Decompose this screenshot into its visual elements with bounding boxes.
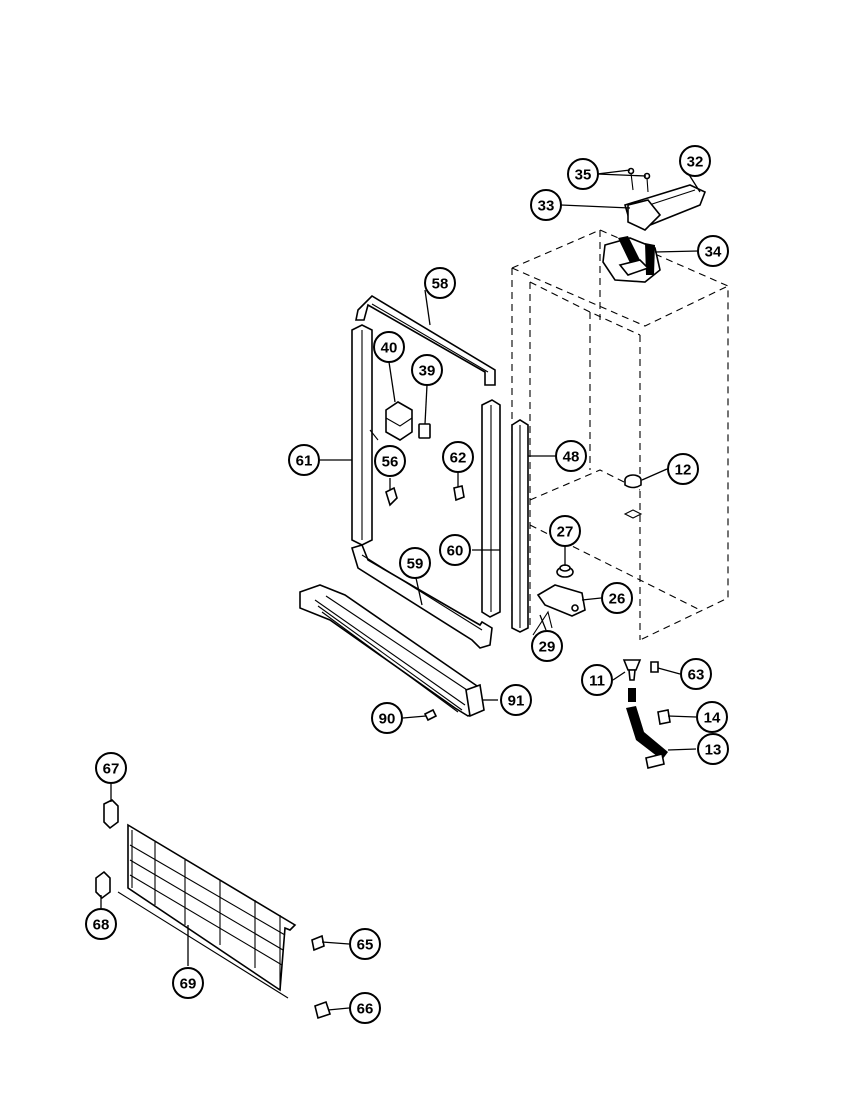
callout-65-label: 65 — [357, 937, 374, 954]
door-stop-strip — [511, 419, 529, 633]
grille-screw — [423, 708, 438, 722]
callout-61: 61 — [288, 444, 320, 476]
callout-33-label: 33 — [538, 198, 555, 215]
wire-shelf-assembly — [95, 799, 332, 1020]
callout-13: 13 — [697, 733, 729, 765]
callout-39-label: 39 — [419, 363, 436, 380]
door-gasket-right — [481, 399, 501, 618]
callout-62-label: 62 — [450, 450, 467, 467]
callout-27: 27 — [549, 515, 581, 547]
callout-35-label: 35 — [575, 167, 592, 184]
callout-11-label: 11 — [589, 673, 605, 690]
callout-91-label: 91 — [508, 693, 525, 710]
callout-14: 14 — [696, 701, 728, 733]
callout-32-label: 32 — [687, 154, 704, 171]
callout-33: 33 — [530, 189, 562, 221]
door-gasket-bottom — [351, 544, 493, 649]
callout-59: 59 — [399, 547, 431, 579]
door-small-parts — [369, 401, 465, 507]
door-gasket-top — [355, 294, 496, 386]
callout-34: 34 — [697, 235, 729, 267]
callout-60: 60 — [439, 534, 471, 566]
callout-91: 91 — [500, 684, 532, 716]
callout-11: 11 — [581, 664, 613, 696]
callout-56-label: 56 — [382, 454, 399, 471]
callout-32: 32 — [679, 145, 711, 177]
bottom-hinge-assembly — [532, 564, 586, 636]
leader-lines — [100, 161, 701, 1011]
callout-48-label: 48 — [563, 449, 580, 466]
callout-29: 29 — [531, 630, 563, 662]
callout-59-label: 59 — [407, 556, 424, 573]
callout-66: 66 — [349, 992, 381, 1024]
callout-14-label: 14 — [704, 710, 721, 727]
callout-90: 90 — [371, 702, 403, 734]
door-gasket-left — [351, 324, 373, 546]
callout-13-label: 13 — [705, 742, 722, 759]
callout-90-label: 90 — [379, 711, 396, 728]
callout-12-label: 12 — [675, 462, 692, 479]
callout-35: 35 — [567, 158, 599, 190]
callout-65: 65 — [349, 928, 381, 960]
callout-39: 39 — [411, 354, 443, 386]
callout-40: 40 — [373, 331, 405, 363]
cabinet-outline — [511, 229, 729, 641]
callout-69: 69 — [172, 967, 204, 999]
callout-68: 68 — [85, 908, 117, 940]
callout-67: 67 — [95, 752, 127, 784]
callout-26-label: 26 — [609, 591, 626, 608]
callout-48: 48 — [555, 440, 587, 472]
callout-27-label: 27 — [557, 524, 574, 541]
callout-29-label: 29 — [539, 639, 556, 656]
callout-69-label: 69 — [180, 976, 197, 993]
callout-34-label: 34 — [705, 244, 722, 261]
callout-62: 62 — [442, 441, 474, 473]
leg-roller-assembly — [622, 474, 671, 769]
callout-68-label: 68 — [93, 917, 110, 934]
callout-26: 26 — [601, 582, 633, 614]
callout-61-label: 61 — [296, 453, 313, 470]
callout-58: 58 — [424, 267, 456, 299]
callout-12: 12 — [667, 453, 699, 485]
callout-60-label: 60 — [447, 543, 464, 560]
callout-63: 63 — [680, 658, 712, 690]
callout-63-label: 63 — [688, 667, 705, 684]
kick-plate-grille — [299, 584, 485, 718]
callout-66-label: 66 — [357, 1001, 374, 1018]
callout-67-label: 67 — [103, 761, 120, 778]
callout-58-label: 58 — [432, 276, 449, 293]
top-hinge-assembly — [602, 167, 707, 283]
callout-56: 56 — [374, 445, 406, 477]
callout-40-label: 40 — [381, 340, 398, 357]
